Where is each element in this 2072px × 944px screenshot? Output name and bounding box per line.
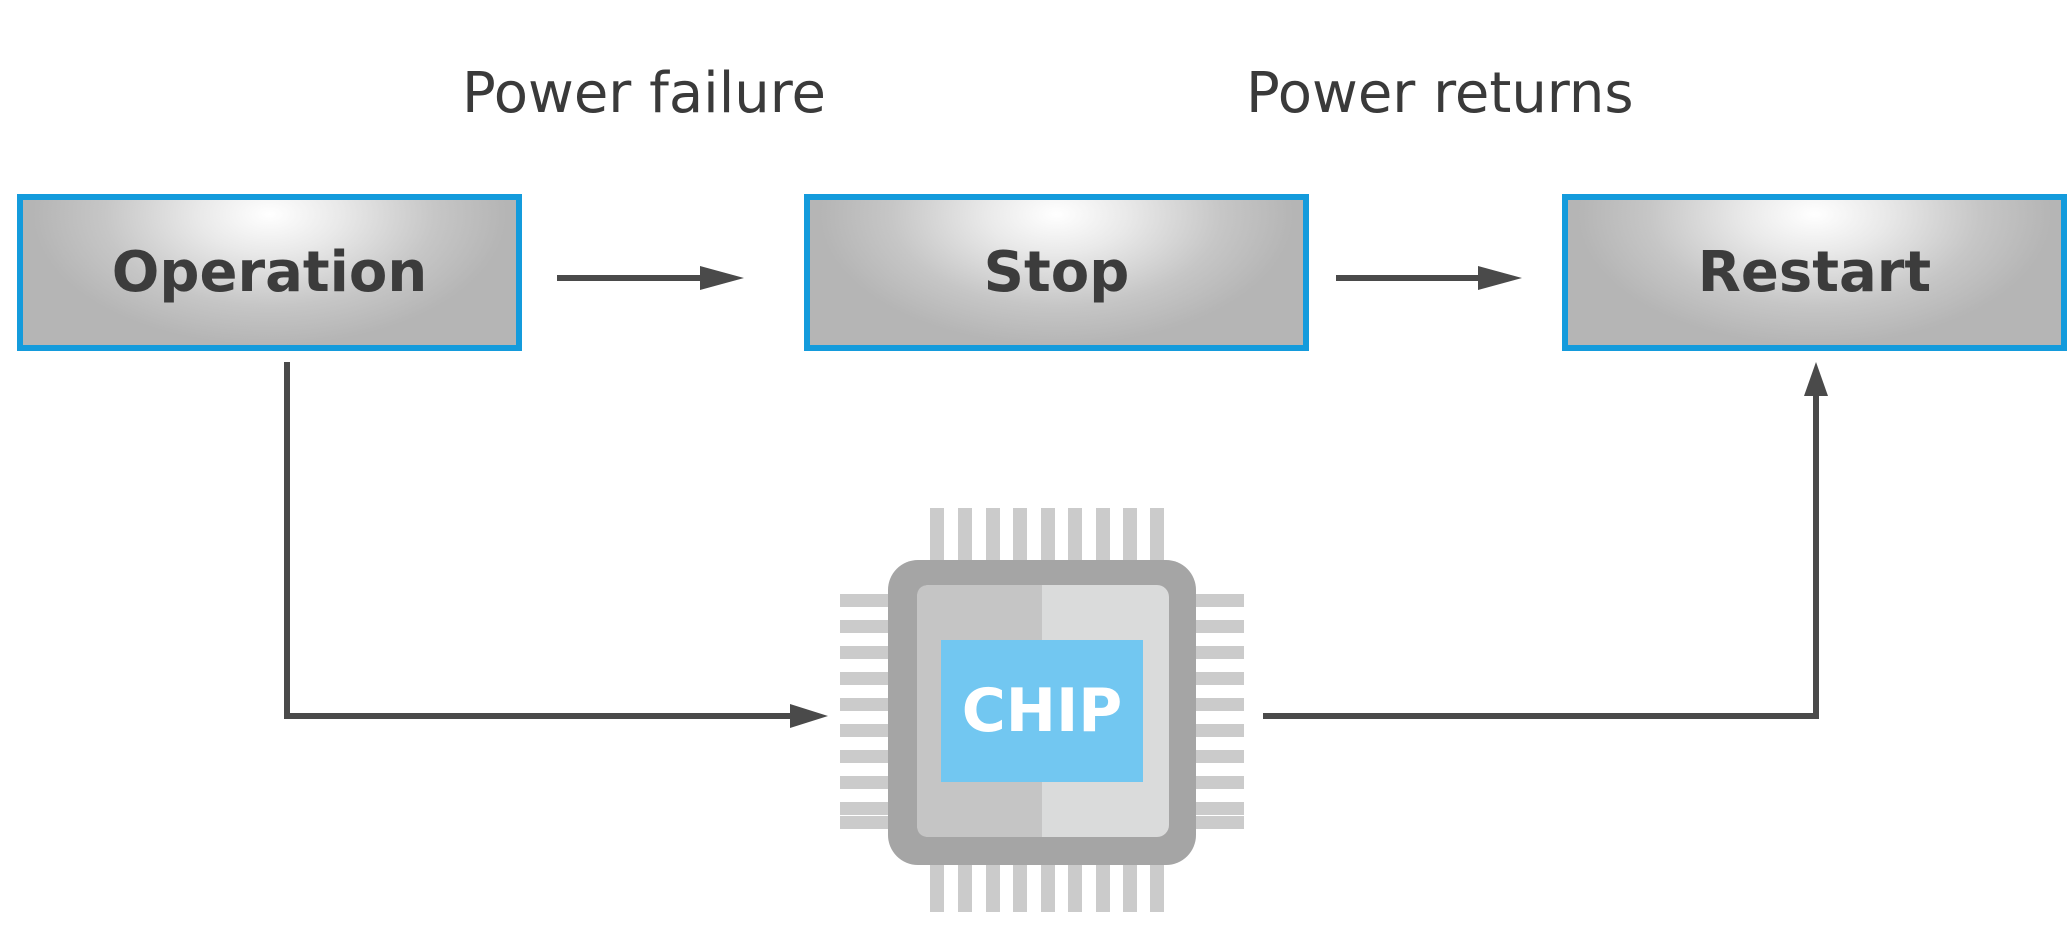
arrow-stop-to-restart — [1336, 266, 1522, 290]
chip-bottom-pins — [930, 856, 1164, 912]
restart-box: Restart — [1562, 194, 2067, 351]
chip-icon: CHIP — [840, 508, 1244, 912]
arrow-operation-to-chip — [284, 362, 828, 728]
power-failure-label: Power failure — [462, 61, 826, 126]
arrow-operation-to-stop — [557, 266, 744, 290]
stop-box-label: Stop — [983, 239, 1130, 305]
chip-right-pins — [1188, 594, 1244, 829]
chip-top-pins — [930, 508, 1164, 564]
chip-label: CHIP — [962, 676, 1123, 746]
operation-box-label: Operation — [111, 239, 428, 305]
power-returns-label: Power returns — [1246, 61, 1634, 126]
operation-box: Operation — [17, 194, 522, 351]
restart-box-label: Restart — [1697, 239, 1932, 305]
stop-box: Stop — [804, 194, 1309, 351]
chip-core — [941, 640, 1143, 782]
chip-left-pins — [840, 594, 896, 829]
arrow-chip-to-restart — [1263, 362, 1828, 719]
